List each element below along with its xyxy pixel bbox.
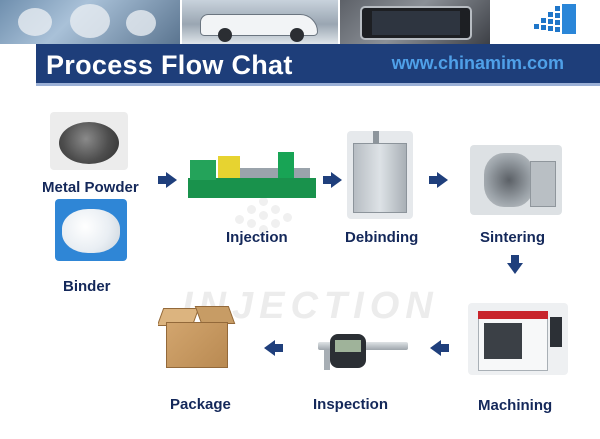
step-label-injection: Injection — [226, 229, 288, 246]
arrow-down-icon — [507, 255, 523, 274]
arrow-right-icon — [158, 172, 177, 188]
injection-machine-icon — [188, 150, 316, 202]
site-url: www.chinamim.com — [391, 53, 564, 73]
binder-pellets-icon — [55, 199, 127, 261]
arrow-right-icon — [429, 172, 448, 188]
arrow-right-icon — [323, 172, 342, 188]
logo-cubes-icon — [492, 0, 600, 44]
header-photo-car — [182, 0, 338, 44]
header-photo-phone — [340, 0, 490, 44]
sintering-furnace-icon — [470, 145, 562, 215]
step-label-package: Package — [170, 396, 231, 413]
arrow-left-icon — [264, 340, 283, 356]
caliper-icon — [318, 330, 408, 372]
watermark-dots-icon — [235, 195, 305, 255]
step-label-debinding: Debinding — [345, 229, 419, 246]
cardboard-box-icon — [158, 300, 238, 372]
cnc-machine-icon — [468, 303, 568, 375]
step-label-metal-powder: Metal Powder — [42, 179, 139, 196]
metal-powder-icon — [50, 112, 128, 170]
debinding-furnace-icon — [347, 131, 413, 219]
title-bar: Process Flow Chat www.chinamim.com — [36, 44, 600, 86]
step-label-binder: Binder — [63, 278, 111, 295]
page-title: Process Flow Chat — [46, 50, 293, 80]
step-label-inspection: Inspection — [313, 396, 389, 413]
step-label-sintering: Sintering — [480, 229, 546, 246]
arrow-left-icon — [430, 340, 449, 356]
header-photo-medical — [0, 0, 180, 44]
step-label-machining: Machining — [478, 397, 553, 414]
